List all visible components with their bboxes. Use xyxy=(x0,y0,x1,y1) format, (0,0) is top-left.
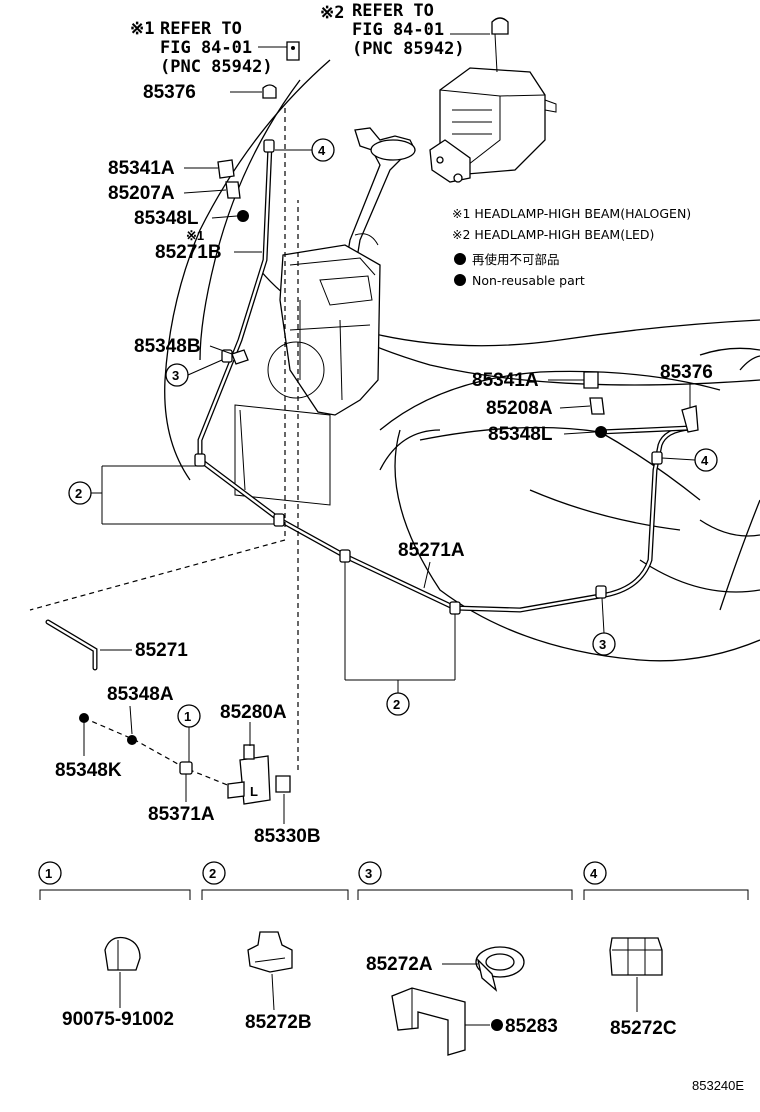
note-led: ※2 HEADLAMP-HIGH BEAM(LED) xyxy=(452,227,654,242)
note-halogen: ※1 HEADLAMP-HIGH BEAM(HALOGEN) xyxy=(452,206,691,221)
callout-2-bottom: 2 xyxy=(344,562,456,716)
clip-85272B: 85272B xyxy=(245,931,312,1033)
non-reusable-dot-1 xyxy=(454,253,466,265)
svg-text:1: 1 xyxy=(184,709,191,724)
label-85348L-left: 85348L xyxy=(134,208,199,229)
note-jp: 再使用不可部品 xyxy=(472,252,560,267)
clip-90075: 90075-91002 xyxy=(62,936,174,1030)
ref1-line3: (PNC 85942) xyxy=(160,57,273,77)
diagram-id: 853240E xyxy=(692,1078,744,1093)
label-85271B: 85271B xyxy=(155,242,222,263)
legend-1: 1 xyxy=(38,861,191,900)
label-85271A: 85271A xyxy=(398,540,465,561)
right-nozzle-parts xyxy=(583,371,699,438)
leader-85348L-left xyxy=(211,215,238,219)
hose-85271A xyxy=(197,425,693,613)
ref2-line2: FIG 84-01 xyxy=(352,20,444,40)
label-85330B: 85330B xyxy=(254,826,321,847)
leader-85271A xyxy=(423,561,431,589)
label-85271: 85271 xyxy=(135,640,188,661)
label-85341A-right: 85341A xyxy=(472,370,539,391)
label-85348K: 85348K xyxy=(55,760,122,781)
leader-85348A xyxy=(129,705,133,735)
ref2-line1: REFER TO xyxy=(352,1,434,21)
label-85376-left: 85376 xyxy=(143,82,196,103)
label-85272A: 85272A xyxy=(366,954,433,975)
note-non-reusable: Non-reusable part xyxy=(472,273,585,288)
label-85348A: 85348A xyxy=(107,684,174,705)
label-85208A: 85208A xyxy=(486,398,553,419)
svg-text:3: 3 xyxy=(365,866,372,881)
svg-text:4: 4 xyxy=(590,866,598,881)
svg-text:2: 2 xyxy=(209,866,216,881)
label-85280A: 85280A xyxy=(220,702,287,723)
svg-text:1: 1 xyxy=(45,866,52,881)
leader-85348B xyxy=(209,345,233,355)
legend-2: 2 xyxy=(201,861,349,900)
ref1-line1: REFER TO xyxy=(160,19,242,39)
small-ref-mark: ※1 xyxy=(186,228,204,243)
callout-3-left: 3 xyxy=(165,359,223,387)
label-85272C: 85272C xyxy=(610,1018,677,1039)
leader-85348L-right xyxy=(563,431,596,435)
bracket-85283: 85283 xyxy=(391,987,558,1056)
label-85348B: 85348B xyxy=(134,336,201,357)
ref1-line2: FIG 84-01 xyxy=(160,38,252,58)
svg-text:2: 2 xyxy=(393,697,400,712)
legend-4: 4 xyxy=(583,861,749,900)
svg-text:4: 4 xyxy=(701,453,709,468)
pump-assembly: L xyxy=(79,713,291,805)
ref1-part xyxy=(286,41,300,61)
non-reusable-dot-2 xyxy=(454,274,466,286)
ref2-mark: ※2 xyxy=(320,3,344,23)
callout-4-right: 4 xyxy=(661,448,718,472)
hose-right-nozzle xyxy=(597,425,693,435)
hose-85271B xyxy=(197,142,273,463)
label-85371A: 85371A xyxy=(148,804,215,825)
reference-note-2: ※2 REFER TO FIG 84-01 (PNC 85942) xyxy=(320,1,465,59)
label-85207A: 85207A xyxy=(108,183,175,204)
reference-note-1: ※1 REFER TO FIG 84-01 (PNC 85942) xyxy=(130,19,273,77)
svg-text:4: 4 xyxy=(318,143,326,158)
callout-3-right: 3 xyxy=(592,597,616,656)
left-nozzle-parts xyxy=(217,84,277,365)
tank-bracket-edge xyxy=(239,409,246,491)
label-85341A-left: 85341A xyxy=(108,158,175,179)
clip-85272C: 85272C xyxy=(609,937,677,1039)
ref2-part xyxy=(491,17,509,35)
callout-4-top: 4 xyxy=(275,138,335,162)
tank-bracket xyxy=(234,404,331,506)
ref2-line3: (PNC 85942) xyxy=(352,39,465,59)
legend-3: 3 xyxy=(357,861,573,900)
legend-section: 1 2 3 4 xyxy=(38,861,749,900)
callout-2-left: 2 xyxy=(68,465,274,525)
ref1-mark: ※1 xyxy=(130,19,154,39)
leader-85207A xyxy=(183,189,227,194)
ref1-part-hole xyxy=(291,46,295,50)
svg-text:3: 3 xyxy=(599,637,606,652)
label-85283: 85283 xyxy=(505,1016,558,1037)
label-90075-91002: 90075-91002 xyxy=(62,1009,174,1030)
label-85348L-right: 85348L xyxy=(488,424,553,445)
svg-text:3: 3 xyxy=(172,368,179,383)
headlamp-bracket xyxy=(429,33,557,183)
svg-text:2: 2 xyxy=(75,486,82,501)
callout-1: 1 xyxy=(177,704,201,762)
washer-tank xyxy=(267,127,416,416)
hose-85271 xyxy=(45,619,98,671)
clamp-85272A: 85272A xyxy=(366,946,525,992)
label-85272B: 85272B xyxy=(245,1012,312,1033)
svg-text:L: L xyxy=(250,784,258,799)
label-85376-right: 85376 xyxy=(660,362,713,383)
dashed-connections xyxy=(29,108,299,791)
leader-85208A xyxy=(559,405,591,409)
